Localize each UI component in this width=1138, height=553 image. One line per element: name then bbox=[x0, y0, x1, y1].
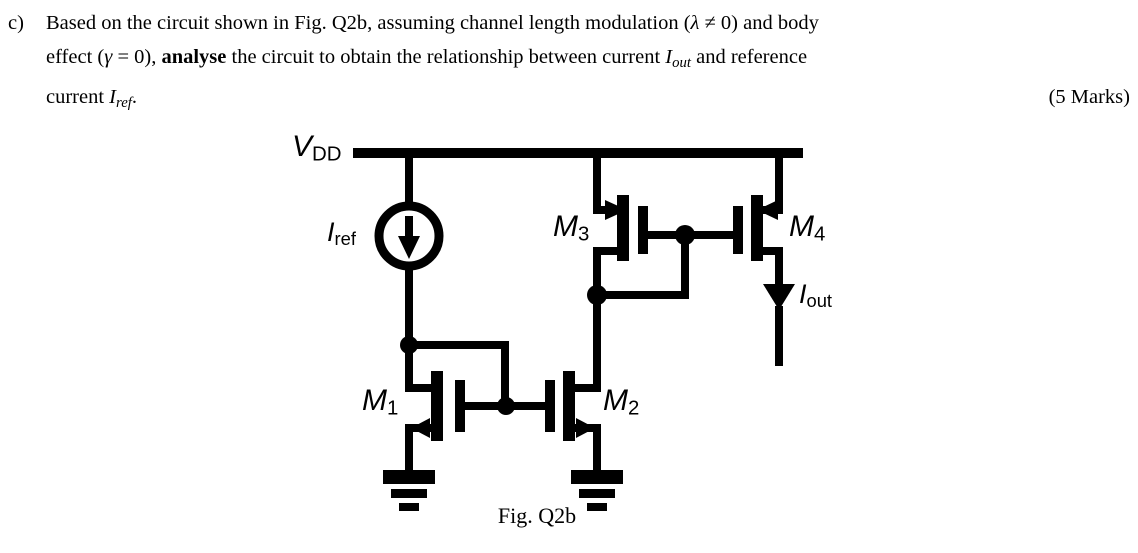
m3-source-vertical-wire bbox=[593, 156, 601, 213]
circuit-diagram-figure: VDD Iref Iout M1 M2 M3 M4 Fig. Q2b bbox=[0, 118, 1138, 553]
question-line-3-left: current Iref. bbox=[46, 80, 137, 120]
lambda-symbol: λ bbox=[690, 12, 700, 34]
circuit-schematic-svg bbox=[353, 148, 803, 511]
m3-source-arrow bbox=[605, 200, 627, 220]
ground-m1-bar-1 bbox=[383, 470, 435, 484]
m3-label-main: M bbox=[553, 210, 578, 243]
iout-label-sub: out bbox=[806, 290, 833, 312]
current-ref-subscript: ref bbox=[116, 95, 132, 112]
m2-drain-vertical-wire bbox=[593, 296, 601, 388]
vdd-label-main: V bbox=[292, 130, 313, 163]
iout-arrow-head bbox=[763, 284, 795, 310]
m3-label: M3 bbox=[553, 212, 589, 245]
m3-drain-horizontal-wire bbox=[593, 247, 621, 255]
m3-label-sub: 3 bbox=[578, 223, 590, 246]
iout-label: Iout bbox=[799, 281, 832, 310]
question-line-3-part-a: current bbox=[46, 86, 110, 109]
current-out-subscript: out bbox=[672, 55, 691, 72]
m4-drain-horizontal-wire bbox=[759, 247, 783, 255]
marks-label: (5 Marks) bbox=[1048, 86, 1130, 109]
m1-label-sub: 1 bbox=[387, 397, 399, 420]
m2-channel-bar bbox=[563, 371, 575, 441]
m2-label: M2 bbox=[603, 386, 639, 419]
ground-m1-bar-2 bbox=[391, 489, 427, 498]
m4-label-sub: 4 bbox=[814, 223, 826, 246]
iout-label-main: I bbox=[799, 279, 807, 309]
m1-drain-horizontal-wire bbox=[405, 384, 437, 392]
question-line-3: current Iref. (5 Marks) bbox=[0, 80, 1138, 120]
gamma-symbol: γ bbox=[104, 46, 113, 68]
m3-diode-horizontal-wire bbox=[597, 291, 689, 299]
iout-output-wire bbox=[775, 306, 783, 366]
iref-label-main: I bbox=[327, 217, 335, 247]
m3-gate-bar bbox=[638, 206, 648, 254]
m4-gate-bar bbox=[733, 206, 743, 254]
current-out-symbol: I bbox=[665, 46, 673, 68]
m3-channel-bar bbox=[617, 195, 629, 261]
ground-m2-bar-2 bbox=[579, 489, 615, 498]
analyse-keyword: analyse bbox=[161, 46, 227, 68]
question-line-2-text: effect (γ = 0), analyse the circuit to o… bbox=[46, 40, 1138, 80]
m2-source-arrow bbox=[576, 418, 595, 438]
question-line-3-part-b: . bbox=[131, 86, 137, 109]
m4-drain-vertical-wire bbox=[775, 247, 783, 288]
vdd-label-sub: DD bbox=[312, 143, 342, 166]
m3-m4-gate-node-dot bbox=[675, 225, 695, 245]
m1-label-main: M bbox=[362, 384, 387, 417]
question-line-2-part-a: effect ( bbox=[46, 46, 105, 68]
iref-top-wire bbox=[405, 156, 413, 208]
m1-drain-vertical-wire bbox=[405, 345, 413, 388]
figure-caption: Fig. Q2b bbox=[0, 503, 1138, 529]
current-source-arrow-head bbox=[398, 236, 420, 259]
ground-m2-bar-1 bbox=[571, 470, 623, 484]
m2-label-sub: 2 bbox=[628, 397, 640, 420]
question-line-2-part-d: and reference bbox=[690, 46, 808, 68]
current-ref-symbol: I bbox=[109, 86, 116, 109]
question-line-3-text: current Iref. (5 Marks) bbox=[46, 80, 1138, 120]
ground-m1-bar-3 bbox=[399, 503, 419, 511]
m1-diode-vertical-wire bbox=[501, 341, 509, 408]
m2-source-vertical-wire bbox=[593, 424, 601, 480]
question-line-1-text: Based on the circuit shown in Fig. Q2b, … bbox=[46, 6, 1138, 40]
m4-label-main: M bbox=[789, 210, 814, 243]
m1-source-arrow bbox=[411, 418, 430, 438]
question-line-2-part-c: the circuit to obtain the relationship b… bbox=[226, 46, 666, 68]
vdd-rail bbox=[353, 148, 803, 158]
question-line-2: effect (γ = 0), analyse the circuit to o… bbox=[0, 40, 1138, 80]
iref-label: Iref bbox=[327, 219, 356, 248]
m1-m2-gate-node-dot bbox=[497, 397, 515, 415]
m1-source-vertical-wire bbox=[405, 424, 413, 480]
m2-drain-horizontal-wire bbox=[573, 384, 601, 392]
current-source-arrow-shaft bbox=[405, 216, 413, 240]
m1-diode-top-wire bbox=[409, 341, 509, 349]
iref-bottom-wire bbox=[405, 264, 413, 346]
m2-label-main: M bbox=[603, 384, 628, 417]
figure-caption-text: Fig. Q2b bbox=[497, 503, 577, 528]
m4-source-arrow bbox=[757, 200, 778, 220]
m1-channel-bar bbox=[431, 371, 443, 441]
question-line-2-part-b: = 0), bbox=[112, 46, 162, 68]
iref-label-sub: ref bbox=[334, 228, 356, 250]
ground-m2-bar-3 bbox=[587, 503, 607, 511]
question-line-1-part-b: ≠ 0) and body bbox=[699, 12, 819, 34]
question-text-block: c) Based on the circuit shown in Fig. Q2… bbox=[0, 6, 1138, 120]
m1-label: M1 bbox=[362, 386, 398, 419]
question-line-1: c) Based on the circuit shown in Fig. Q2… bbox=[0, 6, 1138, 40]
m1-gate-lead bbox=[465, 402, 511, 410]
vdd-label: VDD bbox=[292, 132, 341, 165]
m2-gate-lead bbox=[509, 402, 549, 410]
question-marker: c) bbox=[8, 12, 24, 34]
m2-gate-bar bbox=[545, 380, 555, 432]
m4-label: M4 bbox=[789, 212, 825, 245]
m3-diode-vertical-wire bbox=[681, 235, 689, 299]
m1-gate-bar bbox=[455, 380, 465, 432]
m3-drain-to-node-wire bbox=[593, 247, 601, 299]
m4-source-vertical-wire bbox=[775, 156, 783, 212]
question-line-1-part-a: Based on the circuit shown in Fig. Q2b, … bbox=[46, 12, 691, 34]
